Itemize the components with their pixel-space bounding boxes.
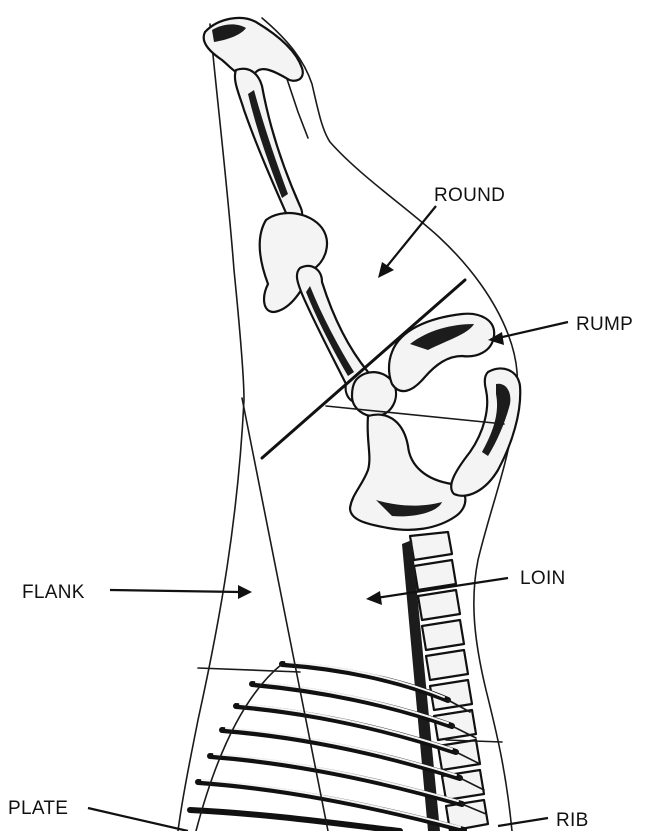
label-rump: RUMP [576,314,633,335]
plate-arrow-line [88,808,188,831]
vertebra-2 [414,560,456,590]
loin-rib-cut-line [446,740,502,742]
rump-arrow-line [498,322,568,338]
rib-cage-edge [196,664,282,831]
carcass-left-edge [178,24,244,831]
vertebra-3 [418,590,460,620]
loin-arrow-head [366,591,382,605]
label-loin: LOIN [520,568,566,589]
round-arrow-line [384,206,436,270]
round-arrow-head [378,262,394,278]
rib-arrow-line [498,818,548,826]
round-rump-cut-line [262,280,465,458]
flank-arrow-line [110,590,240,592]
pelvis [350,314,494,530]
femur-shading [306,286,354,376]
flank-plate-cut-line [198,668,300,672]
vertebra-5 [426,650,468,680]
label-rib: RIB [556,810,589,831]
label-round: ROUND [434,185,505,206]
label-plate: PLATE [8,798,68,819]
vertebra-4 [422,620,464,650]
rump-loin-cut-line [326,406,504,424]
ilium-bone [389,314,494,391]
tibia-shading [248,90,288,198]
flank-arrow-head [238,585,252,599]
carcass-outline [178,18,517,831]
vertebra-8 [438,740,480,770]
hock-tendon-line [286,76,308,138]
vertebra-1 [410,532,452,560]
sacrum-bone [451,368,520,495]
label-flank: FLANK [22,582,85,603]
leg-bones [204,18,396,416]
rib-7 [190,810,400,831]
